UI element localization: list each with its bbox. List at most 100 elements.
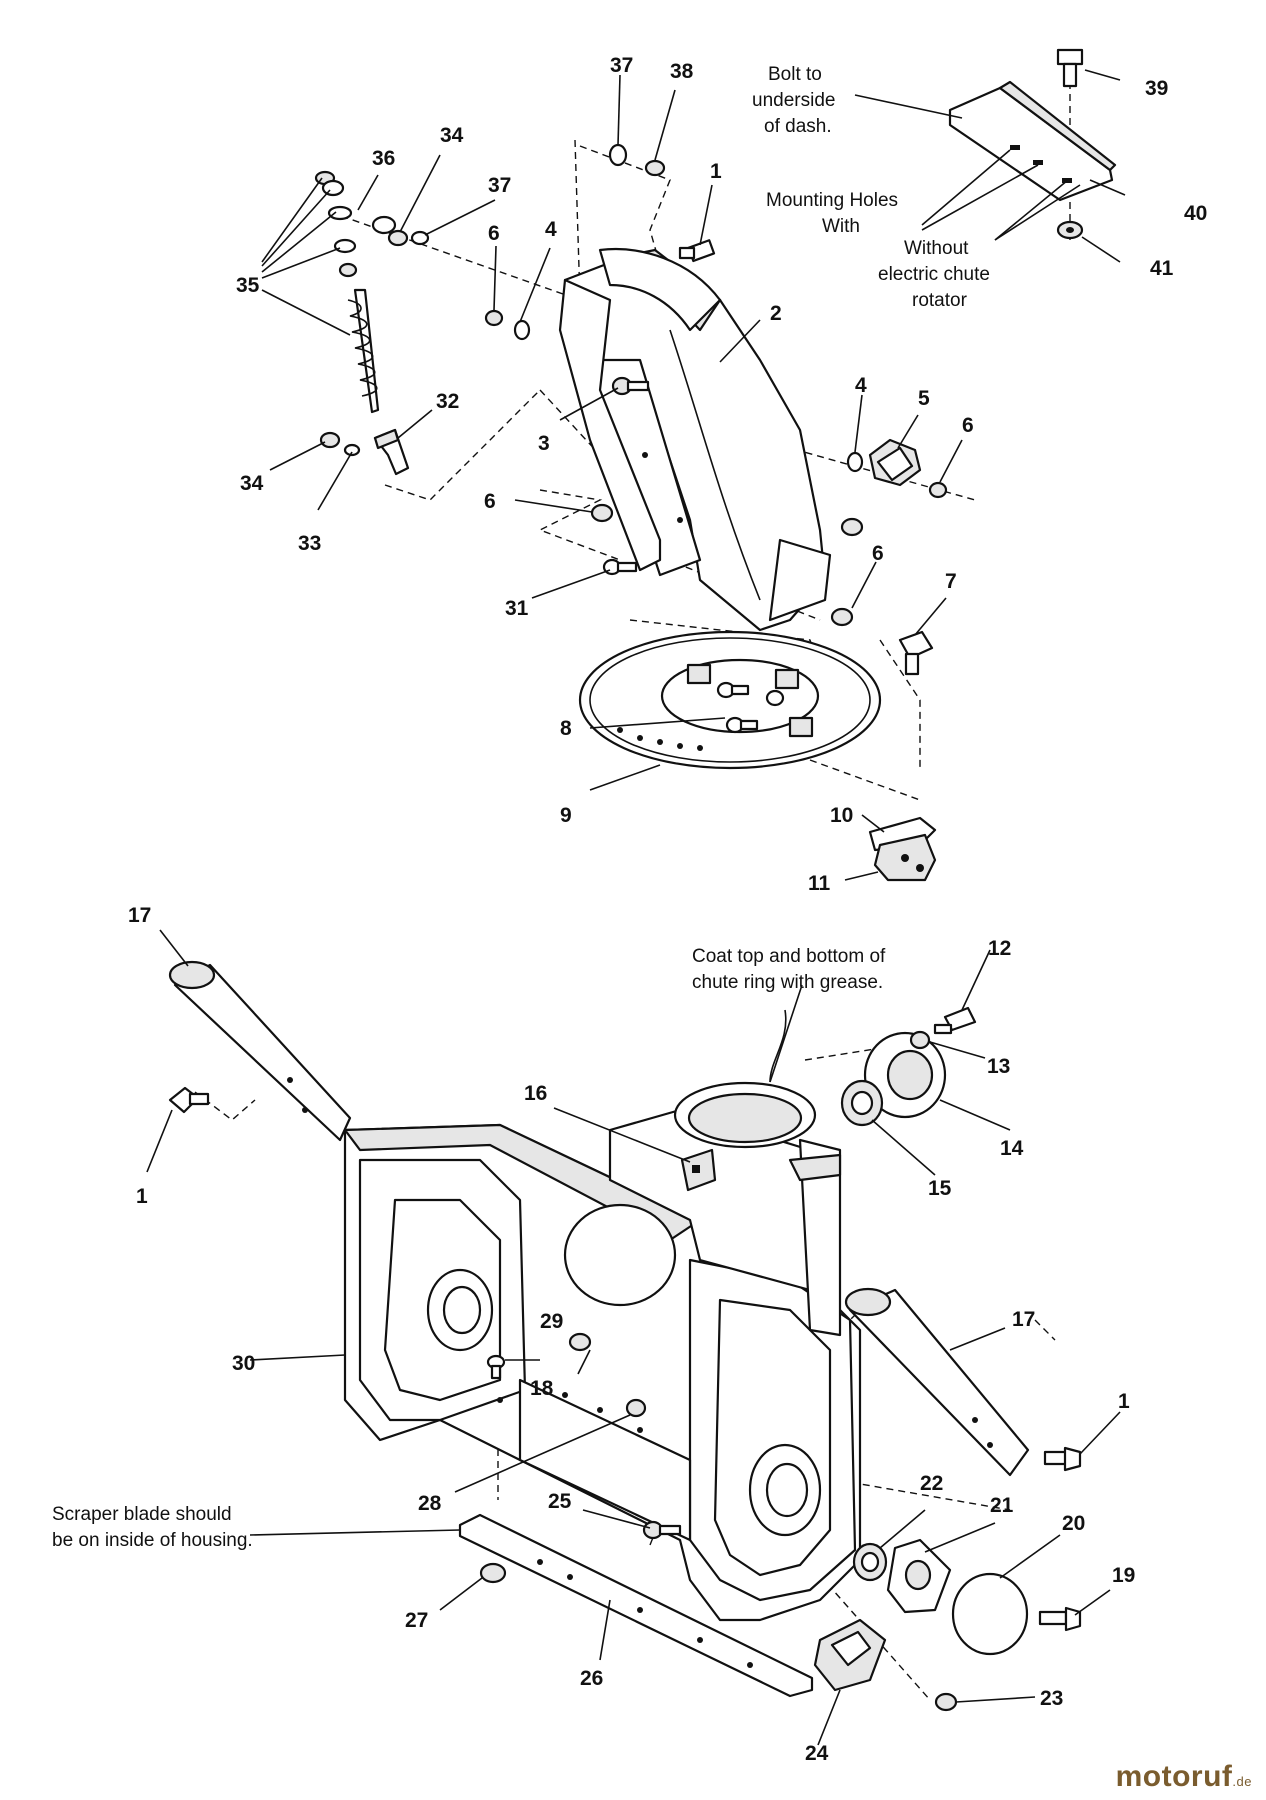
watermark-text: motoruf xyxy=(1115,1760,1233,1793)
callout-9: 9 xyxy=(560,804,572,827)
callout-14: 14 xyxy=(1000,1137,1024,1160)
callout-19: 19 xyxy=(1112,1564,1135,1587)
callout-4-left: 4 xyxy=(545,218,557,241)
bracket-32 xyxy=(373,428,410,476)
callout-12: 12 xyxy=(988,937,1011,960)
callout-27: 27 xyxy=(405,1609,428,1632)
callout-16: 16 xyxy=(524,1082,547,1105)
housing-hardware xyxy=(479,1332,682,1584)
callout-38: 38 xyxy=(670,60,694,83)
bearing-flange-assembly xyxy=(840,1006,977,1127)
callout-31: 31 xyxy=(505,597,529,620)
callout-6-left: 6 xyxy=(488,222,500,245)
spring-rod-assembly xyxy=(314,170,380,414)
note-dash-line2: underside xyxy=(752,90,835,111)
callout-numbers: 37 38 39 40 41 34 36 37 1 6 4 35 2 32 4 … xyxy=(128,54,1207,1765)
callout-20: 20 xyxy=(1062,1512,1085,1535)
nut-23 xyxy=(934,1692,958,1712)
bolt-1-left xyxy=(168,1086,210,1114)
callout-10: 10 xyxy=(830,804,853,827)
callout-21: 21 xyxy=(990,1494,1014,1517)
callout-6-mid: 6 xyxy=(484,490,496,513)
callout-34-top: 34 xyxy=(440,124,464,147)
callout-2: 2 xyxy=(770,302,782,325)
callout-37-mid: 37 xyxy=(488,174,511,197)
nut-6-mid xyxy=(590,503,614,523)
bolts-8 xyxy=(716,681,785,734)
motoruf-watermark: motoruf.de xyxy=(1116,1760,1252,1794)
note-dash-line3: of dash. xyxy=(764,116,832,137)
callout-39: 39 xyxy=(1145,77,1168,100)
callout-37-top: 37 xyxy=(610,54,633,77)
note-without-line1: Without xyxy=(904,238,969,259)
callout-22: 22 xyxy=(920,1472,943,1495)
callout-40: 40 xyxy=(1184,202,1207,225)
nut-6-right xyxy=(830,517,864,627)
callout-3: 3 xyxy=(538,432,550,455)
linkage-hardware xyxy=(371,215,430,247)
note-holes-line2: With xyxy=(822,216,860,237)
callout-4-right: 4 xyxy=(855,374,867,397)
hardware-37-38 xyxy=(608,143,666,177)
note-grease-line2: chute ring with grease. xyxy=(692,972,883,993)
callout-6-right: 6 xyxy=(962,414,974,437)
bracket-16 xyxy=(680,1148,717,1192)
bolt-1-top xyxy=(678,239,716,263)
callout-34-low: 34 xyxy=(240,472,264,495)
callout-26: 26 xyxy=(580,1667,603,1690)
watermark-tld: .de xyxy=(1232,1774,1252,1789)
callout-5: 5 xyxy=(918,387,930,410)
callout-25: 25 xyxy=(548,1490,572,1513)
hardware-4-6-right xyxy=(846,451,948,499)
callout-6-lower: 6 xyxy=(872,542,884,565)
clip-and-keeper xyxy=(868,816,937,882)
note-dash-line1: Bolt to xyxy=(768,64,822,85)
bolt-31 xyxy=(602,558,638,576)
callout-28: 28 xyxy=(418,1492,442,1515)
chute-ring-gear xyxy=(578,630,882,770)
auger-bearing-assembly xyxy=(852,1538,1082,1656)
callout-11: 11 xyxy=(808,872,831,895)
rotator-knob-5 xyxy=(868,438,922,487)
callout-23: 23 xyxy=(1040,1687,1063,1710)
note-holes-line1: Mounting Holes xyxy=(766,190,898,211)
deflector-bracket xyxy=(948,80,1117,202)
skid-24 xyxy=(813,1618,887,1692)
callout-30: 30 xyxy=(232,1352,255,1375)
callout-17-left: 17 xyxy=(128,904,151,927)
note-scraper-line2: be on inside of housing. xyxy=(52,1530,253,1551)
note-without-line2: electric chute xyxy=(878,264,990,285)
callout-24: 24 xyxy=(805,1742,829,1765)
discharge-chute xyxy=(563,248,832,632)
callout-1-right: 1 xyxy=(1118,1390,1130,1413)
hardware-33-34 xyxy=(319,431,361,457)
callout-35: 35 xyxy=(236,274,260,297)
assembly-notes: Bolt to underside of dash. Mounting Hole… xyxy=(52,64,990,1551)
callout-41: 41 xyxy=(1150,257,1174,280)
callout-1-left: 1 xyxy=(136,1185,148,1208)
housing-chute-neck xyxy=(563,1081,842,1337)
callout-18: 18 xyxy=(530,1377,554,1400)
callout-29: 29 xyxy=(540,1310,563,1333)
callout-33: 33 xyxy=(298,532,321,555)
skid-shoe-left xyxy=(168,960,352,1142)
callout-8: 8 xyxy=(560,717,572,740)
callout-32: 32 xyxy=(436,390,459,413)
bolt-1-right xyxy=(1043,1446,1082,1472)
hardware-4-6-left xyxy=(484,309,531,341)
nut-41 xyxy=(1056,220,1084,240)
callout-13: 13 xyxy=(987,1055,1010,1078)
note-grease-line1: Coat top and bottom of xyxy=(692,946,886,967)
leader-lines xyxy=(146,69,1126,1746)
scraper-blade xyxy=(458,1513,814,1698)
callout-7: 7 xyxy=(945,570,957,593)
bolt-39 xyxy=(1056,48,1084,88)
chute-side-plate xyxy=(558,278,662,572)
bolt-3 xyxy=(611,376,650,396)
callout-17-right: 17 xyxy=(1012,1308,1035,1331)
skid-shoe-right xyxy=(844,1287,1030,1477)
note-scraper-line1: Scraper blade should xyxy=(52,1504,232,1525)
bolt-7 xyxy=(898,630,934,676)
callout-15: 15 xyxy=(928,1177,952,1200)
